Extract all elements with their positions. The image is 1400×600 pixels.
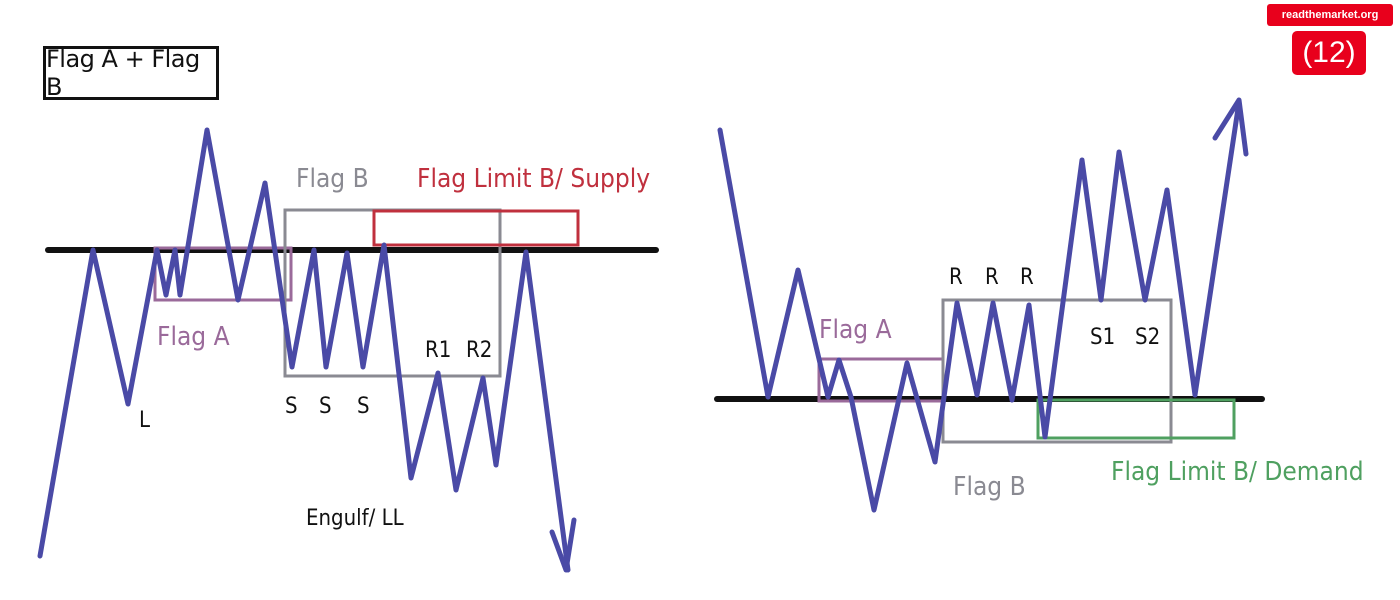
left-engulf-label: Engulf/ LL: [306, 506, 404, 531]
left-flag-a-label: Flag A: [157, 322, 230, 352]
right-flag-b-label: Flag B: [953, 472, 1026, 502]
diagram-title: Flag A + Flag B: [43, 45, 219, 101]
left-flag-b-label: Flag B: [296, 164, 369, 194]
site-watermark-badge[interactable]: readthemarket.org: [1267, 4, 1393, 26]
figure-index-badge: (12): [1292, 31, 1366, 75]
left-low-label: L: [139, 408, 150, 433]
left-down-arrow-head: [549, 517, 577, 573]
right-flag-limit-demand-label: Flag Limit B/ Demand: [1111, 457, 1364, 487]
right-resistance-label-1: R: [949, 265, 963, 290]
right-flag-b-box: [941, 298, 1173, 444]
left-flag-limit-supply-label: Flag Limit B/ Supply: [417, 164, 650, 194]
right-resistance-label-3: R: [1020, 265, 1034, 290]
right-resistance-label-2: R: [985, 265, 999, 290]
right-demand-box: [1036, 398, 1236, 440]
left-r1-label: R1: [425, 338, 451, 363]
right-s2-label: S2: [1135, 325, 1160, 350]
right-s1-label: S1: [1090, 325, 1115, 350]
right-up-arrow-head: [1212, 97, 1249, 157]
left-price-path: [37, 127, 571, 573]
right-flag-a-label: Flag A: [819, 315, 892, 345]
left-r2-label: R2: [466, 338, 492, 363]
left-support-label-2: S: [319, 394, 332, 419]
left-supply-box: [372, 209, 580, 247]
right-price-path: [717, 99, 1242, 513]
left-support-label-3: S: [357, 394, 370, 419]
left-support-label-1: S: [285, 394, 298, 419]
